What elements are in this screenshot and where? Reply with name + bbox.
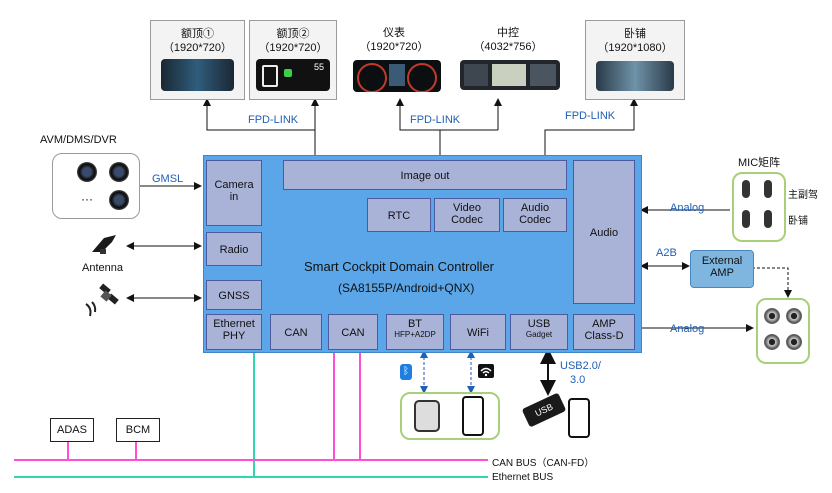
usb-label-line1: USB2.0/ — [560, 360, 601, 372]
speaker-icon — [786, 334, 802, 350]
antenna-label: Antenna — [82, 262, 123, 274]
mic-matrix-title: MIC矩阵 — [738, 157, 781, 169]
bcm-box: BCM — [116, 418, 160, 442]
analog-label-mic: Analog — [670, 202, 705, 214]
screen-name: 额顶① — [181, 28, 214, 40]
screen-name: 卧铺 — [624, 28, 646, 40]
usb-stick-text: USB — [533, 401, 555, 419]
can-bus-label: CAN BUS（CAN-FD） — [492, 458, 595, 469]
smartphone-icon — [462, 396, 484, 436]
avm-dms-dvr-label: AVM/DMS/DVR — [40, 134, 117, 146]
screen-resolution: （1920*1080） — [597, 42, 673, 54]
camera-icon — [77, 162, 97, 182]
image-out-block: Image out — [283, 160, 567, 190]
fpd-line-mid — [396, 98, 441, 155]
microphone-icon — [742, 180, 750, 198]
mic-label-sleeper: 卧铺 — [788, 216, 808, 227]
smartphone-icon — [568, 398, 590, 438]
wifi-icon — [478, 364, 494, 378]
more-cameras-dots: ··· — [81, 192, 93, 206]
screen-resolution: （1920*720） — [162, 42, 233, 54]
fpd-line-right — [544, 98, 638, 155]
camera-group: ··· — [52, 153, 140, 219]
analog-label-amp: Analog — [670, 323, 705, 335]
speaker-icon — [764, 308, 780, 324]
camera-icon — [109, 190, 129, 210]
mic-label-main: 主副驾 — [788, 190, 818, 201]
speaker-icon — [786, 308, 802, 324]
cluster-display-image — [353, 60, 441, 92]
ext-amp-speaker-line — [752, 267, 792, 298]
screen-card-cluster: 仪表 （1920*720） — [345, 20, 443, 98]
screen-card-center: 中控 （4032*756） — [452, 20, 564, 98]
sleeper-display-image — [596, 61, 674, 91]
screen-name: 中控 — [497, 27, 519, 39]
screen-card-headliner-1: 额顶① （1920*720） — [150, 20, 245, 100]
fpd-link-label-mid: FPD-LINK — [410, 114, 461, 126]
adas-box: ADAS — [50, 418, 94, 442]
screen-name: 仪表 — [383, 27, 405, 39]
gmsl-label: GMSL — [152, 173, 184, 185]
headliner-display-image — [161, 59, 234, 91]
microphone-icon — [764, 180, 772, 198]
wifi-block: WiFi — [450, 314, 506, 350]
fpd-link-label-right: FPD-LINK — [565, 110, 616, 122]
screen-name: 额顶② — [276, 28, 310, 40]
ethernet-bus-label: Ethernet BUS — [492, 472, 554, 483]
can-block-1: CAN — [270, 314, 322, 350]
screen-card-sleeper: 卧铺 （1920*1080） — [585, 20, 685, 100]
gnss-block: GNSS — [206, 280, 262, 310]
center-display-image — [460, 60, 560, 90]
screen-resolution: （1920*720） — [359, 41, 429, 53]
speaker-group — [756, 298, 810, 364]
radio-block: Radio — [206, 232, 262, 266]
external-amp-box: External AMP — [690, 250, 754, 288]
speaker-icon — [764, 334, 780, 350]
smartwatch-icon — [414, 400, 440, 432]
a2b-label: A2B — [656, 247, 677, 259]
screen-resolution: （4032*756） — [473, 41, 543, 53]
audio-block: Audio — [573, 160, 635, 304]
antenna-icon — [90, 232, 120, 256]
external-amp-label-2: AMP — [710, 267, 734, 279]
microphone-icon — [742, 210, 750, 228]
headliner-display-image: 55 — [256, 59, 330, 91]
usb-label-line2: 3.0 — [570, 374, 586, 386]
wireless-devices-box — [400, 392, 500, 440]
controller-title: Smart Cockpit Domain Controller — [304, 259, 495, 274]
camera-icon — [109, 162, 129, 182]
mic-matrix-box — [732, 172, 786, 242]
fpd-link-label-left: FPD-LINK — [248, 114, 299, 126]
screen-resolution: （1920*720） — [258, 42, 328, 54]
satellite-icon — [82, 282, 122, 318]
controller-subtitle: (SA8155P/Android+QNX) — [338, 281, 475, 295]
can-block-2: CAN — [328, 314, 378, 350]
bluetooth-icon: ᛒ — [400, 364, 412, 380]
screen-card-headliner-2: 额顶② （1920*720） 55 — [249, 20, 337, 100]
external-amp-label-1: External — [701, 255, 743, 267]
microphone-icon — [764, 210, 772, 228]
rtc-block: RTC — [367, 198, 431, 232]
fpd-line-left — [203, 98, 316, 155]
